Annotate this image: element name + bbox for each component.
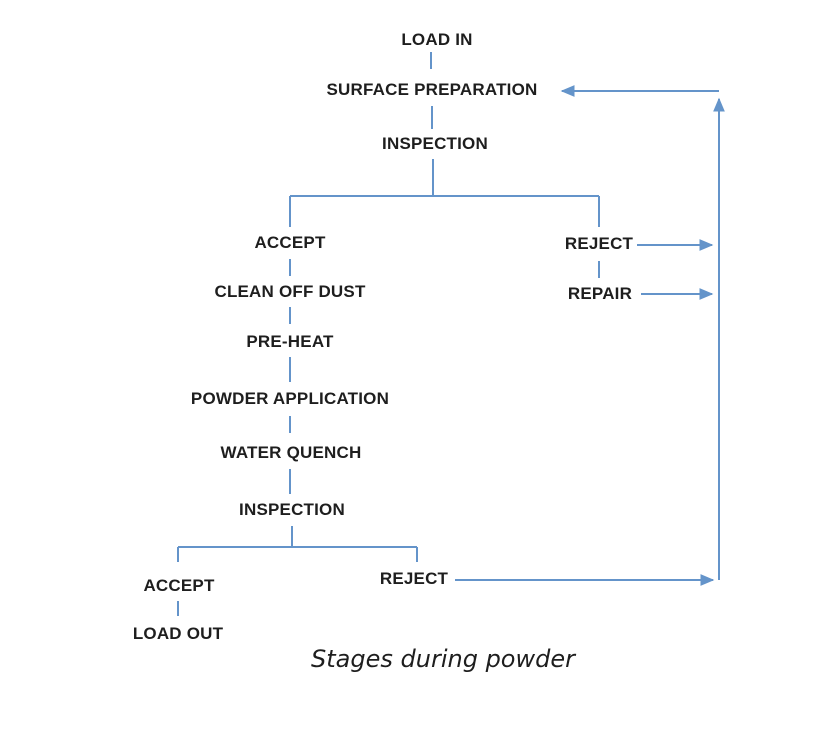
node-powder-application: POWDER APPLICATION (190, 389, 390, 408)
node-surface-preparation: SURFACE PREPARATION (326, 80, 538, 99)
node-inspection-bottom: INSPECTION (239, 500, 345, 519)
node-accept-bottom: ACCEPT (143, 576, 215, 595)
node-clean-off-dust: CLEAN OFF DUST (214, 282, 366, 301)
diagram-caption: Stages during powder (311, 645, 575, 673)
node-load-out: LOAD OUT (132, 624, 224, 643)
node-repair: REPAIR (567, 284, 633, 303)
node-load-in: LOAD IN (401, 30, 473, 49)
node-accept-top: ACCEPT (254, 233, 326, 252)
node-pre-heat: PRE-HEAT (246, 332, 334, 351)
node-reject-bottom: REJECT (379, 569, 449, 588)
node-inspection-top: INSPECTION (382, 134, 488, 153)
node-reject-top: REJECT (564, 234, 634, 253)
node-water-quench: WATER QUENCH (220, 443, 362, 462)
